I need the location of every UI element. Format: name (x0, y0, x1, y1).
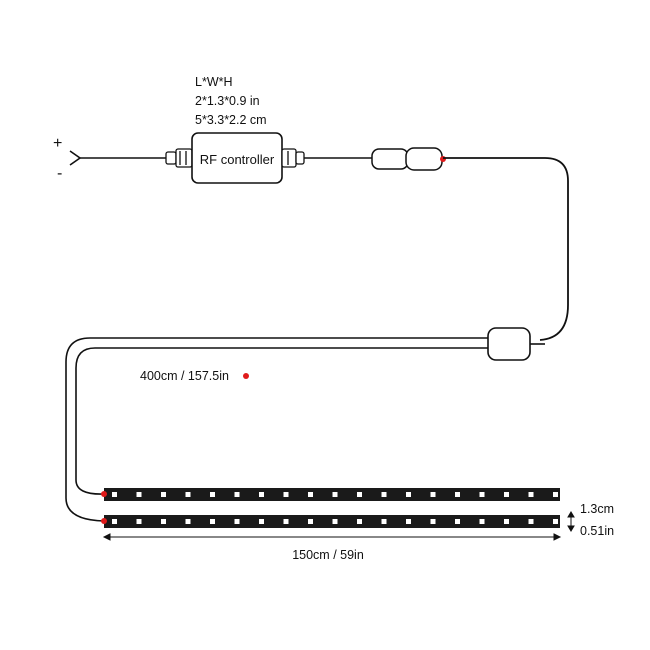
splitter-connector (487, 327, 531, 361)
led-chip-bottom (455, 519, 460, 524)
controller-left-connector (165, 148, 193, 168)
led-chip-top (185, 492, 191, 497)
led-chip-bottom (136, 519, 142, 524)
led-chip-bottom (332, 519, 338, 524)
led-chip-top (406, 492, 411, 497)
cable-length-label: 400cm / 157.5in (140, 369, 229, 383)
led-chip-bottom (504, 519, 509, 524)
led-chip-bottom (259, 519, 264, 524)
plug-marker-dot (440, 156, 446, 162)
led-chip-top (136, 492, 142, 497)
strip-width-arrow (567, 511, 575, 532)
led-chip-bottom (234, 519, 240, 524)
led-chip-top (283, 492, 289, 497)
led-chip-bottom (528, 519, 534, 524)
inline-plug-connector (371, 147, 443, 171)
led-chip-top (381, 492, 387, 497)
led-chip-top (210, 492, 215, 497)
led-chip-bottom (430, 519, 436, 524)
led-chip-bottom (112, 519, 117, 524)
led-chip-bottom (308, 519, 313, 524)
controller-right-connector (281, 148, 305, 168)
strip-bottom-connector-dot (101, 518, 107, 524)
led-chip-top (528, 492, 534, 497)
led-chip-top (234, 492, 240, 497)
extension-cable (443, 157, 569, 341)
positive-label: + (53, 135, 62, 152)
cable-length-marker (243, 373, 249, 379)
dimensions-header: L*W*H (195, 75, 233, 89)
led-chip-top (112, 492, 117, 497)
dimensions-inches: 2*1.3*0.9 in (195, 94, 260, 108)
led-chip-bottom (185, 519, 191, 524)
strip-top-connector-dot (101, 491, 107, 497)
strip-length-arrow (102, 533, 562, 541)
led-chip-bottom (283, 519, 289, 524)
led-chip-top (259, 492, 264, 497)
led-chip-bottom (553, 519, 558, 524)
led-chip-bottom (479, 519, 485, 524)
dual-lead-cable (65, 337, 488, 522)
led-chip-top (357, 492, 362, 497)
led-chip-bottom (357, 519, 362, 524)
dimensions-centimeters: 5*3.3*2.2 cm (195, 113, 267, 127)
led-chip-top (308, 492, 313, 497)
led-chip-top (479, 492, 485, 497)
strip-length-label: 150cm / 59in (292, 548, 364, 562)
led-chip-top (332, 492, 338, 497)
led-strip-top (104, 488, 560, 501)
led-chip-bottom (381, 519, 387, 524)
negative-label: - (57, 165, 62, 182)
led-chip-top (553, 492, 558, 497)
led-chip-top (161, 492, 166, 497)
led-chip-bottom (210, 519, 215, 524)
strip-width-cm: 1.3cm (580, 502, 614, 516)
strip-width-in: 0.51in (580, 524, 614, 538)
power-input-wire (69, 150, 166, 166)
led-chip-top (455, 492, 460, 497)
led-strip-bottom (104, 515, 560, 528)
led-chip-top (430, 492, 436, 497)
led-chip-top (504, 492, 509, 497)
rf-controller-label: RF controller (200, 152, 275, 167)
led-chip-bottom (161, 519, 166, 524)
led-chip-bottom (406, 519, 411, 524)
